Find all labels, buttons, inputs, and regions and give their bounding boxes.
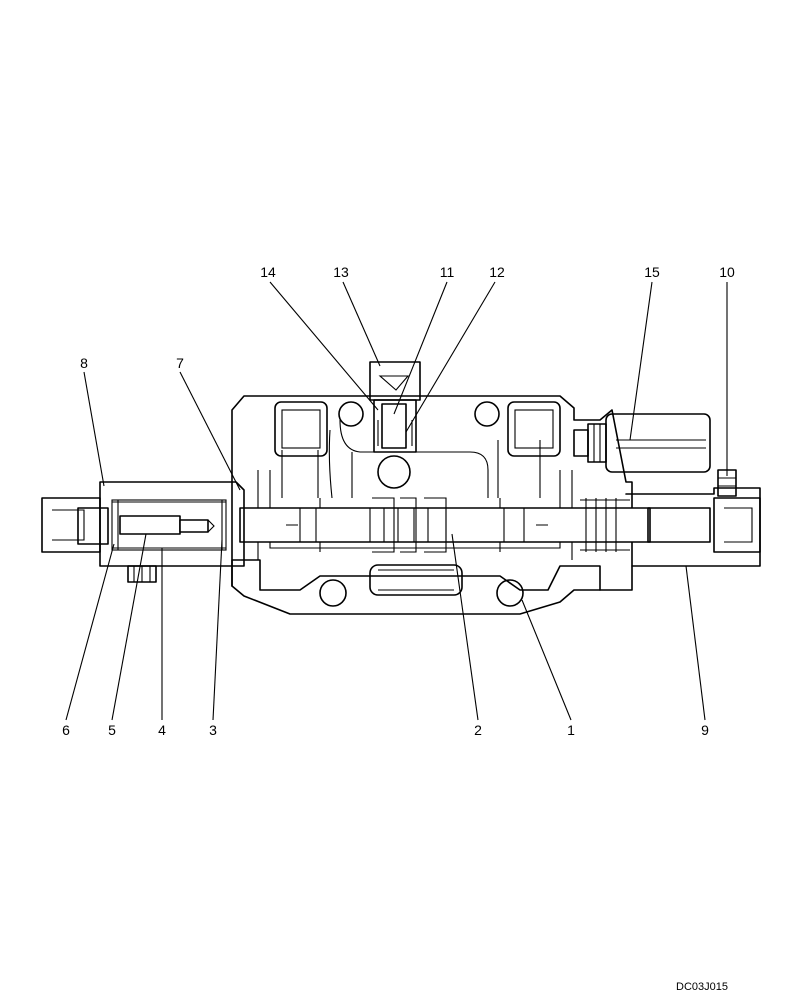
callout-9: 9 <box>701 722 709 738</box>
callout-13: 13 <box>333 264 349 280</box>
callout-2: 2 <box>474 722 482 738</box>
callout-10: 10 <box>719 264 735 280</box>
check-valve <box>369 361 421 489</box>
callout-6: 6 <box>62 722 70 738</box>
leader-lines <box>65 281 728 721</box>
right-spring-cap <box>580 469 761 567</box>
callout-15: 15 <box>644 264 660 280</box>
callout-14: 14 <box>260 264 276 280</box>
callout-11: 11 <box>440 264 455 280</box>
callout-5: 5 <box>108 722 116 738</box>
callout-labels: 1 2 3 4 5 6 7 8 9 10 11 12 13 14 15 <box>62 264 735 738</box>
callout-4: 4 <box>158 722 166 738</box>
callout-7: 7 <box>176 355 184 371</box>
callout-12: 12 <box>489 264 505 280</box>
callout-3: 3 <box>209 722 217 738</box>
drawing-code: DC03J015 <box>676 981 728 993</box>
callout-8: 8 <box>80 355 88 371</box>
left-spring-cap <box>41 481 245 583</box>
valve-body <box>231 395 633 615</box>
spool <box>239 497 651 553</box>
solenoid <box>573 413 711 473</box>
callout-1: 1 <box>567 722 575 738</box>
